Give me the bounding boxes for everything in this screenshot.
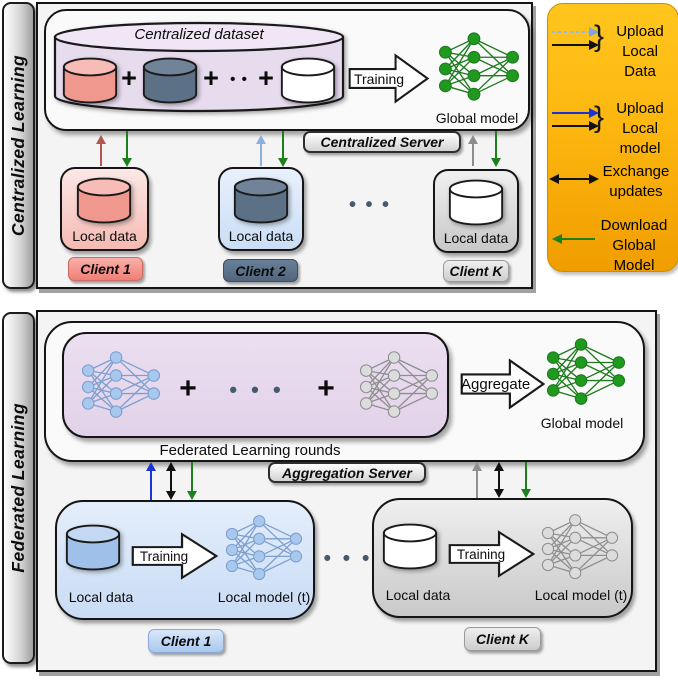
client2-data-cylinder-icon [142,57,198,104]
client1-badge: Client 1 [68,257,143,281]
fclientK-local-model-network-icon [541,513,619,580]
client2-local-data-label: Local data [228,228,294,244]
plus-sign: + [258,63,274,93]
legend-exchange-updates-label: Exchange updates [602,163,670,200]
clients-ellipsis: • • • [348,194,392,216]
federated-clients-ellipsis: • • • [323,547,373,570]
federated-global-model-network-icon [546,338,626,406]
download-model-arrow-clientK [495,131,498,159]
client1-local-model-network-icon [81,351,161,419]
clientK-local-model-network-icon [359,351,439,419]
clientK-local-data-label: Local data [443,230,509,246]
plus-sign: + [179,372,197,405]
plus-sign: + [121,63,137,93]
aggregation-server-badge: Aggregation Server [268,462,426,483]
client1-local-data-label: Local data [72,228,137,244]
training-label: Training [353,71,405,87]
legend-brace: } [594,101,605,134]
download-model-arrow-client1 [126,131,129,159]
fclientK-local-data-cylinder-icon [382,523,438,570]
legend-brace: } [594,20,605,53]
client2-badge: Client 2 [223,259,298,282]
ellipsis-dots: • • [230,71,248,88]
exchange-updates-arrow-fclientK [498,470,501,490]
federated-learning-label: Federated Learning [8,403,28,573]
centralized-learning-label: Centralized Learning [8,54,28,237]
centralized-learning-sidebar: Centralized Learning [2,2,35,289]
upload-local-model-blue-arrow-icon [552,112,590,115]
download-model-arrow-fclientK [525,462,528,490]
fclient1-local-model-network-icon [225,514,303,581]
fclient1-local-model-label: Local model (t) [217,589,311,605]
fclientK-local-model-label: Local model (t) [534,587,628,603]
download-model-arrow-client2 [282,131,285,159]
upload-local-data-lightblue-arrow-icon [552,31,590,34]
client2-local-data-cylinder-icon [233,177,289,224]
clientK-local-data-cylinder-icon [448,179,504,226]
global-model-label: Global model [435,110,519,126]
fclient1-local-data-label: Local data [68,589,134,605]
legend-upload-local-data-label: Upload Local Data [616,23,664,80]
aggregate-label: Aggregate [461,376,531,393]
upload-model-arrow-fclient1 [150,470,153,500]
centralized-dataset-cylinder-icon [53,21,345,113]
clientK-badge: Client K [443,260,509,282]
federated-global-model-label: Global model [540,415,624,431]
centralized-server-badge: Centralized Server [303,131,461,153]
legend-upload-local-model-label: Upload Local model [616,100,664,157]
federated-client1-badge: Client 1 [148,629,224,653]
global-model-network-icon [438,32,520,101]
exchange-updates-arrow-fclient1 [170,470,173,492]
exchange-updates-double-arrow-icon [558,178,590,181]
fclient1-training-label: Training [139,549,189,564]
upload-data-arrow-client1 [100,143,103,166]
centralized-dataset-label: Centralized dataset [134,26,264,43]
fclient1-local-data-cylinder-icon [65,524,121,571]
client1-local-data-cylinder-icon [76,177,132,224]
legend-download-global-model-label: Download Global Model [600,217,668,274]
federated-rounds-label: Federated Learning rounds [159,442,341,459]
federated-clientK-badge: Client K [464,627,541,651]
upload-data-arrow-clientK [472,143,475,166]
plus-sign: + [317,372,335,405]
upload-local-data-black-arrow-icon [552,44,590,47]
download-model-arrow-fclient1 [191,462,194,492]
clientK-data-cylinder-icon [280,57,336,104]
upload-local-model-black-arrow-icon [552,125,590,128]
upload-data-arrow-client2 [260,143,263,166]
upload-model-arrow-fclientK [476,470,479,498]
legend-box: } Upload Local Data } Upload Local model… [547,3,678,274]
fclientK-training-label: Training [456,547,506,562]
client1-data-cylinder-icon [62,57,118,104]
models-ellipsis: • • • [229,377,285,402]
federated-learning-sidebar: Federated Learning [2,312,35,664]
plus-sign: + [203,63,219,93]
fclientK-local-data-label: Local data [385,587,451,603]
download-global-model-green-arrow-icon [561,238,595,241]
